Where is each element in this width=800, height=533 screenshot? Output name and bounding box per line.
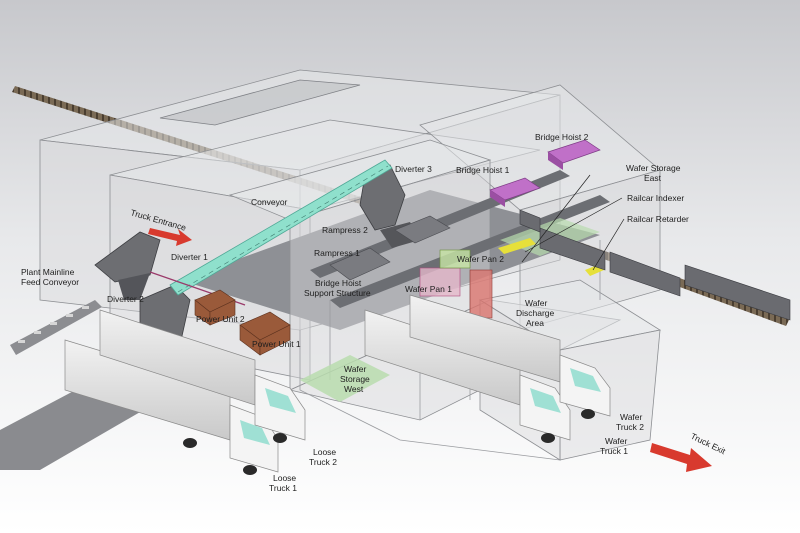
- diverter-1-shape: [94, 231, 161, 283]
- support-line-2: Support Structure: [304, 288, 371, 298]
- wafer-truck-2-shape: [409, 294, 611, 419]
- frame-lines-1: [299, 330, 561, 461]
- conveyor-belt: [169, 159, 393, 296]
- label-bridge-hoist-2: Bridge Hoist 2: [535, 132, 589, 142]
- label-wafer-truck-1: Wafer Truck 1: [600, 436, 630, 456]
- plant-conveyor-line-1: Plant Mainline: [21, 267, 75, 277]
- building-roof-dark-block: [159, 79, 361, 126]
- label-conveyor: Conveyor: [251, 197, 288, 207]
- label-wafer-storage-east: Wafer Storage East: [626, 163, 683, 183]
- truck-entrance-arrow: [148, 228, 192, 246]
- label-loose-truck-2: Loose Truck 2: [309, 447, 339, 467]
- plant-conveyor-line-2: Feed Conveyor: [21, 277, 79, 287]
- label-diverter-2: Diverter 2: [107, 294, 144, 304]
- truck-exit-arrow: [650, 443, 712, 472]
- storage-west-line-3: West: [344, 384, 364, 394]
- label-diverter-3: Diverter 3: [395, 164, 432, 174]
- label-wafer-discharge-area: Wafer Discharge Area: [516, 298, 557, 328]
- power-unit-2-shape: [194, 289, 236, 326]
- discharge-line-3: Area: [526, 318, 544, 328]
- label-wafer-pan-1: Wafer Pan 1: [405, 284, 452, 294]
- wafer-pan-2-shape: [439, 249, 471, 269]
- plant-mainline-conveyor: [10, 300, 102, 355]
- loose-truck-1-line-2: Truck 1: [269, 483, 297, 493]
- label-rampress-1: Rampress 1: [314, 248, 360, 258]
- wafer-truck-2-line-1: Wafer: [620, 412, 643, 422]
- loose-truck-2-shape: [99, 309, 306, 443]
- conveyor-items: [18, 306, 89, 343]
- label-rampress-2: Rampress 2: [322, 225, 368, 235]
- storage-east-line-1: Wafer Storage: [626, 163, 681, 173]
- railcar-indexer-shape: [498, 238, 536, 254]
- bridge-hoist-2-shape: [547, 139, 601, 170]
- label-plant-mainline-feed-conveyor: Plant Mainline Feed Conveyor: [21, 267, 79, 287]
- leader-railcar-retarder: [592, 218, 625, 271]
- rampress-2-shape: [394, 215, 451, 244]
- label-loose-truck-1: Loose Truck 1: [269, 473, 299, 493]
- discharge-line-1: Wafer: [525, 298, 548, 308]
- label-diverter-1: Diverter 1: [171, 252, 208, 262]
- label-wafer-pan-2: Wafer Pan 2: [457, 254, 504, 264]
- wafer-storage-west-pad: [300, 355, 390, 402]
- railcars: [519, 209, 791, 321]
- label-wafer-storage-west: Wafer Storage West: [340, 364, 372, 394]
- loose-truck-1-line-1: Loose: [273, 473, 296, 483]
- loose-truck-2-line-2: Truck 2: [309, 457, 337, 467]
- wafer-truck-1-line-2: Truck 1: [600, 446, 628, 456]
- storage-east-line-2: East: [644, 173, 662, 183]
- storage-west-line-2: Storage: [340, 374, 370, 384]
- label-railcar-indexer: Railcar Indexer: [627, 193, 684, 203]
- diverter-3-shape: [359, 164, 406, 231]
- power-unit-1-shape: [239, 311, 291, 356]
- leader-railcar-indexer: [524, 197, 623, 253]
- bridge-hoist-1-shape: [489, 177, 541, 207]
- label-power-unit-1: Power Unit 1: [252, 339, 301, 349]
- wafer-truck-1-shape: [364, 309, 571, 443]
- rampress-1-shape: [329, 247, 391, 281]
- support-line-1: Bridge Hoist: [315, 278, 362, 288]
- label-railcar-retarder: Railcar Retarder: [627, 214, 689, 224]
- discharge-line-2: Discharge: [516, 308, 555, 318]
- wafer-truck-2-line-2: Truck 2: [616, 422, 644, 432]
- wafer-pan-1-shape: [419, 267, 493, 319]
- label-bridge-hoist-1: Bridge Hoist 1: [456, 165, 510, 175]
- diverter-1-chute: [118, 273, 150, 300]
- floor-slab: [180, 190, 600, 330]
- label-power-unit-2: Power Unit 2: [196, 314, 245, 324]
- conveyor-belt-pattern: [177, 165, 389, 293]
- label-bridge-hoist-support: Bridge Hoist Support Structure: [304, 278, 371, 298]
- wafer-truck-1-line-1: Wafer: [605, 436, 628, 446]
- storage-west-line-1: Wafer: [344, 364, 367, 374]
- label-wafer-truck-2: Wafer Truck 2: [616, 412, 645, 432]
- loose-truck-2-line-1: Loose: [313, 447, 336, 457]
